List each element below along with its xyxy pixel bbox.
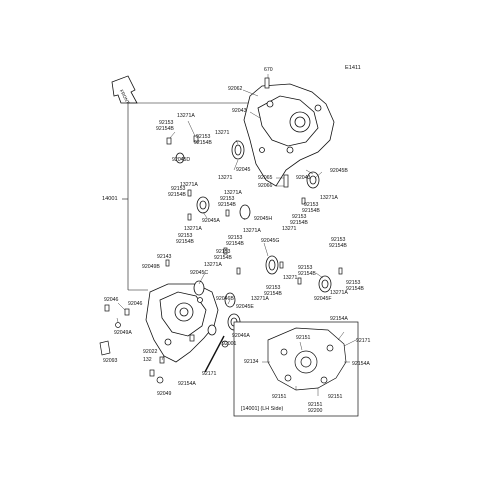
part-label[interactable]: 13271A xyxy=(224,190,242,196)
part-label[interactable]: 92045C xyxy=(190,270,209,276)
part-label[interactable]: 92154B xyxy=(218,202,236,208)
part-label[interactable]: 670 xyxy=(264,67,273,73)
part-label[interactable]: 92151 xyxy=(328,394,343,400)
part-label[interactable]: 92154B xyxy=(302,208,320,214)
part-label[interactable]: 92062 xyxy=(228,86,243,92)
small-hardware xyxy=(99,77,343,384)
part-label[interactable]: 92043 xyxy=(232,108,247,114)
part-label[interactable]: 13271A xyxy=(184,226,202,232)
part-label[interactable]: 13271 xyxy=(218,175,233,181)
part-label[interactable]: 13271A xyxy=(251,296,269,302)
part-label[interactable]: 92154A xyxy=(352,361,370,367)
part-label[interactable]: 13271A xyxy=(243,228,261,234)
part-label[interactable]: 92154B xyxy=(176,239,194,245)
part-label[interactable]: 13271 xyxy=(215,130,230,136)
part-label[interactable]: 92045D xyxy=(172,157,191,163)
part-label[interactable]: 92154B xyxy=(168,192,186,198)
part-label[interactable]: 92154B xyxy=(329,243,347,249)
part-label[interactable]: 92153 xyxy=(292,214,307,220)
part-label[interactable]: 92045 xyxy=(236,167,251,173)
inset-caption: [14001] (LH Side) xyxy=(241,406,284,412)
right-crankcase-half xyxy=(243,83,335,187)
part-label[interactable]: 92049B xyxy=(142,264,160,270)
part-label[interactable]: 92154B xyxy=(290,220,308,226)
part-label[interactable]: 92134 xyxy=(244,359,259,365)
part-label[interactable]: 13271A xyxy=(177,113,195,119)
leader-lines xyxy=(116,74,324,361)
part-label[interactable]: 13271A xyxy=(204,262,222,268)
part-label[interactable]: 92046B xyxy=(216,296,234,302)
part-label[interactable]: 92154B xyxy=(194,140,212,146)
part-label[interactable]: 92045E xyxy=(236,304,254,310)
inset-lh-side xyxy=(233,321,359,417)
part-label[interactable]: 92153 xyxy=(266,285,281,291)
part-label[interactable]: 92045H xyxy=(254,216,273,222)
front-arrow-text: FRONT xyxy=(119,89,131,105)
part-label[interactable]: 92154A xyxy=(178,381,196,387)
part-label[interactable]: 14001 xyxy=(102,196,118,202)
part-label[interactable]: 92151 xyxy=(272,394,287,400)
part-label[interactable]: 92171 xyxy=(202,371,217,377)
left-crankcase-half xyxy=(145,283,219,363)
front-arrow: FRONT xyxy=(111,75,138,105)
part-label[interactable]: 92154B xyxy=(214,255,232,261)
part-label[interactable]: 92153 xyxy=(304,202,319,208)
part-label[interactable]: 92153 xyxy=(220,196,235,202)
part-label[interactable]: 92153 xyxy=(171,186,186,192)
part-label[interactable]: 92154B xyxy=(226,241,244,247)
part-label[interactable]: 92171 xyxy=(356,338,371,344)
part-label[interactable]: 92200 xyxy=(308,408,323,414)
part-label[interactable]: 92153 xyxy=(216,249,231,255)
part-label[interactable]: 92045F xyxy=(314,296,332,302)
part-label[interactable]: 92154A xyxy=(330,316,348,322)
part-label[interactable]: 92153 xyxy=(331,237,346,243)
part-label[interactable]: 92066 xyxy=(258,183,273,189)
part-label[interactable]: 92153 xyxy=(159,120,174,126)
part-label[interactable]: 92045G xyxy=(261,238,280,244)
part-label[interactable]: 92151 xyxy=(308,402,323,408)
part-label[interactable]: 92153 xyxy=(196,134,211,140)
part-label[interactable]: 92093 xyxy=(103,358,118,364)
part-label[interactable]: 92153 xyxy=(228,235,243,241)
part-label[interactable]: 92022 xyxy=(143,349,158,355)
part-label[interactable]: 92153 xyxy=(298,265,313,271)
part-label[interactable]: 13271 xyxy=(283,275,298,281)
assembly-bracket-14001 xyxy=(122,96,251,291)
part-label[interactable]: 92045B xyxy=(330,168,348,174)
part-label[interactable]: 92143 xyxy=(157,254,172,260)
part-label[interactable]: 92153 xyxy=(346,280,361,286)
part-label[interactable]: 92046 xyxy=(128,301,143,307)
part-label[interactable]: 132 xyxy=(143,357,152,363)
part-label[interactable]: 13271A xyxy=(330,290,348,296)
part-label[interactable]: 92049 xyxy=(157,391,172,397)
part-label[interactable]: 92046A xyxy=(232,333,250,339)
page-code: E1411 xyxy=(345,65,361,71)
part-label[interactable]: 92046 xyxy=(104,297,119,303)
part-label[interactable]: 92049A xyxy=(114,330,132,336)
part-label[interactable]: 92151 xyxy=(296,335,311,341)
part-label[interactable]: 92065 xyxy=(258,175,273,181)
part-label[interactable]: 92154B xyxy=(298,271,316,277)
part-label[interactable]: 92045A xyxy=(202,218,220,224)
part-label[interactable]: 13271A xyxy=(180,182,198,188)
part-label[interactable]: 92001 xyxy=(222,341,237,347)
part-label[interactable]: 92154B xyxy=(264,291,282,297)
part-label[interactable]: 92154B xyxy=(156,126,174,132)
part-label[interactable]: 92154B xyxy=(346,286,364,292)
part-label[interactable]: 92043 xyxy=(296,175,311,181)
part-label[interactable]: 13271 xyxy=(282,226,297,232)
part-label[interactable]: 13271A xyxy=(320,195,338,201)
part-label[interactable]: 92153 xyxy=(178,233,193,239)
